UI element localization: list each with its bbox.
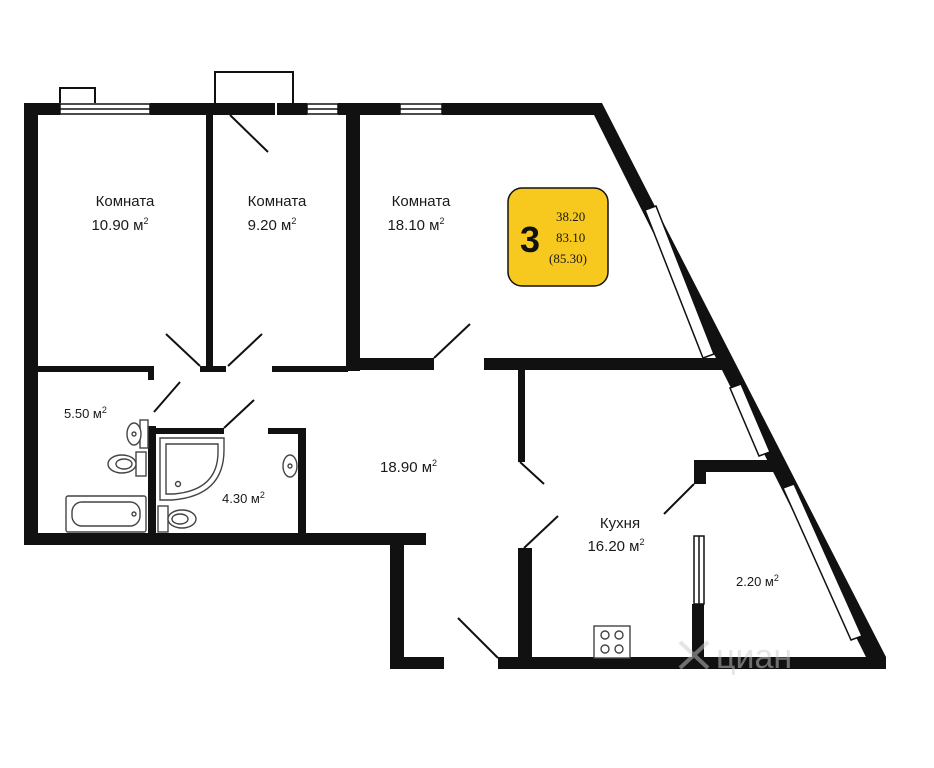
kitchen-area: 16.20 м2: [587, 537, 644, 555]
wall-room1-bottom: [38, 366, 154, 372]
room-3-name: Комната: [392, 193, 451, 210]
room-3-area: 18.10 м2: [387, 216, 444, 234]
door-kitchen-bottom: [523, 515, 559, 549]
room-labels: Комната 10.90 м2 Комната 9.20 м2 Комната…: [64, 193, 779, 589]
window-diag-balcony: [781, 483, 864, 641]
fixtures: [65, 419, 631, 659]
wall-room3-bottom: [346, 358, 434, 370]
badge-living-area: 38.20: [556, 209, 585, 224]
summary-badge: 3 38.20 83.10 (85.30): [507, 187, 609, 287]
wall-top-mid-2: [277, 103, 307, 115]
wall-kitchen-left-top: [518, 370, 525, 462]
door-room2: [227, 333, 263, 367]
door-kitchen-top: [519, 461, 545, 485]
badge-total-area: 83.10: [556, 230, 585, 245]
wall-step-vertical: [390, 533, 404, 669]
badge-total-with-balcony: (85.30): [549, 251, 587, 266]
windows-top: [59, 103, 443, 115]
door-balcony: [663, 483, 695, 515]
hall-area: 18.90 м2: [380, 458, 437, 476]
window-diag-kitchen: [728, 383, 772, 457]
cian-logo-icon: [678, 640, 710, 670]
windows-diagonal: [644, 205, 864, 641]
balcony-partition: [693, 535, 705, 605]
door-room1: [165, 333, 201, 367]
wall-room3-bottom-right: [484, 358, 726, 370]
wall-balcony-left-top: [694, 460, 706, 484]
wall-room2-bottom: [272, 366, 348, 372]
wall-wc-top-right: [268, 428, 304, 434]
door-wc: [223, 399, 255, 429]
wall-top-right: [442, 103, 600, 115]
bathtub-icon: [65, 495, 147, 533]
wall-bottom-left: [24, 533, 426, 545]
wall-bath-corner: [148, 366, 154, 380]
door-entrance: [457, 617, 499, 659]
ventilation: [59, 71, 294, 103]
wall-small-stub: [200, 366, 226, 372]
wall-left: [24, 103, 38, 545]
wc-sink-icon: [282, 454, 298, 478]
stove-icon: [593, 625, 631, 659]
wall-balcony-top: [694, 460, 774, 472]
wall-room1-room2: [206, 103, 213, 369]
badge-rooms-count: 3: [520, 219, 540, 260]
wall-wc-top: [156, 428, 224, 434]
wall-bath-wc: [148, 426, 156, 536]
kitchen-name: Кухня: [600, 515, 640, 532]
room-2-area: 9.20 м2: [248, 216, 297, 234]
watermark: циан: [678, 638, 792, 676]
sink-icon: [126, 419, 149, 449]
shower-icon: [159, 437, 225, 501]
door-bath: [153, 381, 181, 413]
toilet-icon: [107, 451, 147, 477]
room-1-area: 10.90 м2: [91, 216, 148, 234]
wc-toilet-icon: [157, 505, 197, 533]
vent-box-1: [59, 87, 96, 103]
door-room2-entry: [229, 114, 269, 153]
wall-kitchen-left-bottom: [518, 548, 532, 664]
door-room3: [433, 323, 471, 359]
wall-bottom-step: [390, 657, 444, 669]
room-1-name: Комната: [96, 193, 155, 210]
vent-box-2: [214, 71, 294, 103]
bathroom-area: 5.50 м2: [64, 405, 107, 421]
badge-background: [507, 187, 609, 287]
watermark-text: циан: [716, 638, 792, 676]
wc-area: 4.30 м2: [222, 490, 265, 506]
doors: [153, 114, 695, 659]
wall-room2-room3: [346, 103, 360, 371]
room-2-name: Комната: [248, 193, 307, 210]
wall-wc-right: [298, 428, 306, 536]
interior-walls: [38, 103, 774, 664]
window-diag-room-3: [644, 205, 715, 359]
balcony-area: 2.20 м2: [736, 573, 779, 589]
